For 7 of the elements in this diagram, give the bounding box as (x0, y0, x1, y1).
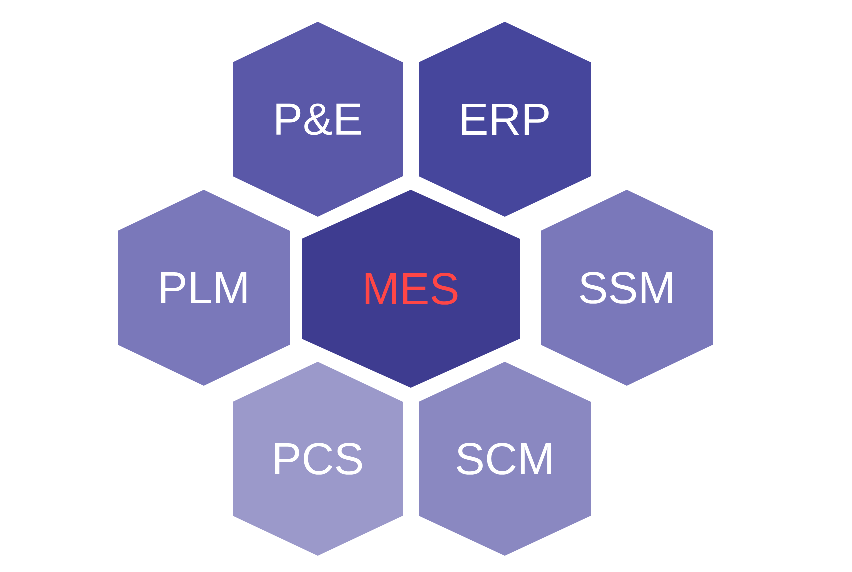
hexagon: PLM (118, 190, 290, 386)
hexagon: SSM (541, 190, 713, 386)
hexagon: MES (302, 190, 520, 388)
hexagon: ERP (419, 22, 591, 217)
hexagon: PCS (233, 362, 403, 556)
hexagon: P&E (233, 22, 403, 217)
hexagon: SCM (419, 362, 591, 556)
